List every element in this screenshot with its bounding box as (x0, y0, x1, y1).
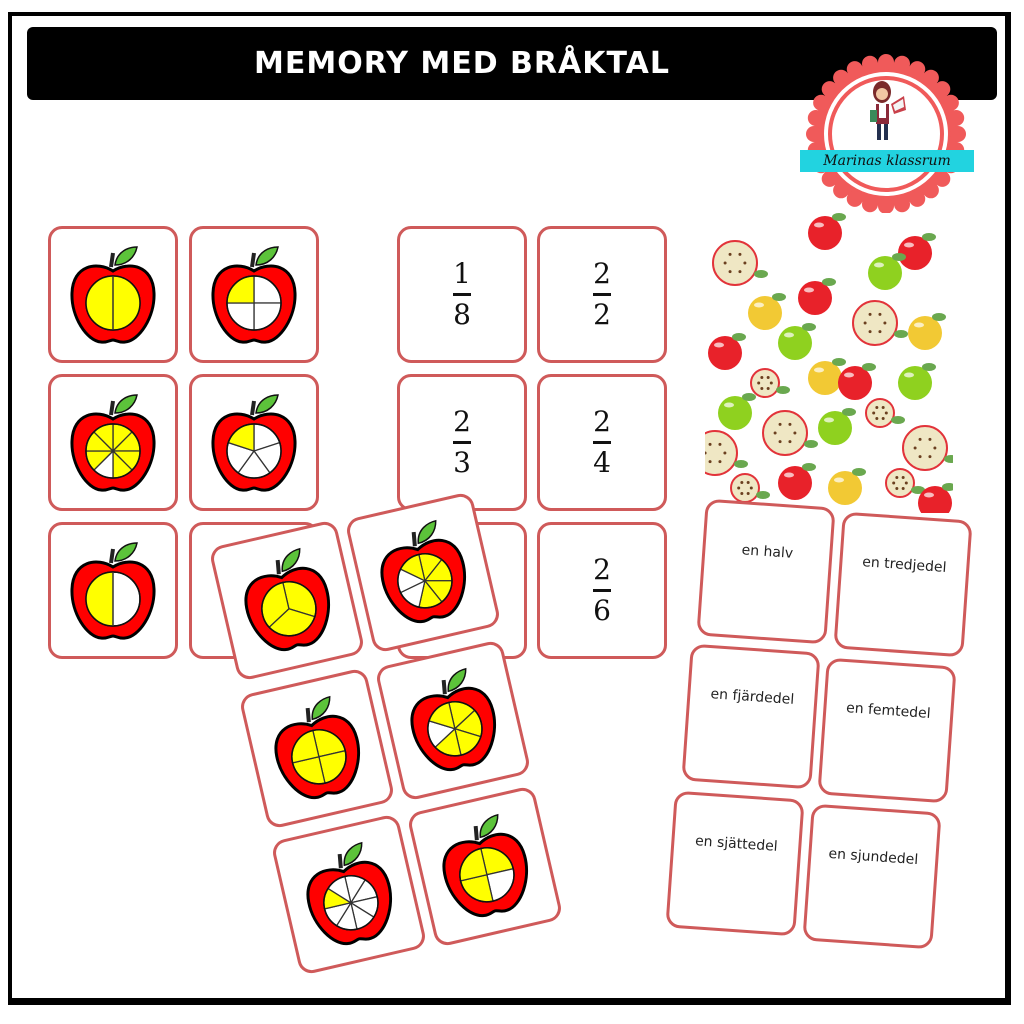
denominator: 2 (593, 298, 611, 331)
fraction-bar (593, 293, 611, 296)
apple-card[interactable] (48, 374, 178, 511)
numerator: 2 (593, 553, 611, 586)
word-card[interactable]: en fjärdedel (681, 643, 821, 790)
apple-card[interactable] (48, 522, 178, 659)
word-card[interactable]: en halv (696, 498, 836, 645)
word-card[interactable]: en femtedel (817, 657, 957, 804)
apple-card[interactable] (189, 226, 319, 363)
apple-pattern-icon (705, 213, 953, 513)
numerator: 1 (453, 257, 471, 290)
word-label: en tredjedel (861, 553, 947, 576)
numerator: 2 (593, 405, 611, 438)
word-label: en sjundedel (828, 845, 919, 868)
numerator: 2 (453, 405, 471, 438)
word-card[interactable]: en sjättedel (665, 790, 805, 937)
denominator: 3 (453, 446, 471, 479)
apple-card[interactable] (374, 639, 532, 802)
apple-card[interactable] (270, 813, 428, 976)
apple-fraction-icon (442, 813, 528, 917)
word-label: en fjärdedel (710, 685, 795, 708)
apple-fraction-icon (274, 695, 360, 799)
word-card[interactable]: en sjundedel (802, 803, 942, 950)
title-banner: MEMORY MED BRÅKTAL (27, 27, 997, 100)
apple-fraction-icon (306, 841, 392, 945)
apple-fraction-icon (70, 541, 156, 640)
denominator: 4 (593, 446, 611, 479)
numerator: 2 (593, 257, 611, 290)
badge-ring-icon (806, 54, 966, 214)
apple-fraction-icon (211, 393, 297, 492)
logo-badge: Marinas klassrum (800, 54, 974, 214)
apple-card[interactable] (189, 374, 319, 511)
apple-fraction-icon (244, 547, 330, 651)
word-label: en femtedel (845, 699, 932, 722)
fraction-bar (593, 589, 611, 592)
apple-card[interactable] (344, 491, 502, 654)
fraction-bar (453, 441, 471, 444)
denominator: 8 (453, 298, 471, 331)
apple-card[interactable] (208, 519, 366, 682)
teacher-avatar-icon (870, 81, 906, 140)
apple-fraction-icon (70, 393, 156, 492)
apple-fraction-icon (410, 667, 496, 771)
apple-fraction-icon (380, 519, 466, 623)
word-card[interactable]: en tredjedel (833, 511, 973, 658)
apple-card[interactable] (238, 667, 396, 830)
apple-card[interactable] (48, 226, 178, 363)
card-back-pattern (705, 213, 953, 513)
denominator: 6 (593, 594, 611, 627)
word-label: en sjättedel (694, 832, 779, 855)
logo-label-band: Marinas klassrum (800, 150, 974, 172)
word-label: en halv (741, 541, 794, 562)
fraction-bar (453, 293, 471, 296)
apple-card[interactable] (406, 785, 564, 948)
logo-text: Marinas klassrum (823, 153, 951, 169)
apple-fraction-icon (70, 245, 156, 344)
fraction-bar (593, 441, 611, 444)
page-title: MEMORY MED BRÅKTAL (254, 46, 670, 81)
apple-fraction-icon (211, 245, 297, 344)
